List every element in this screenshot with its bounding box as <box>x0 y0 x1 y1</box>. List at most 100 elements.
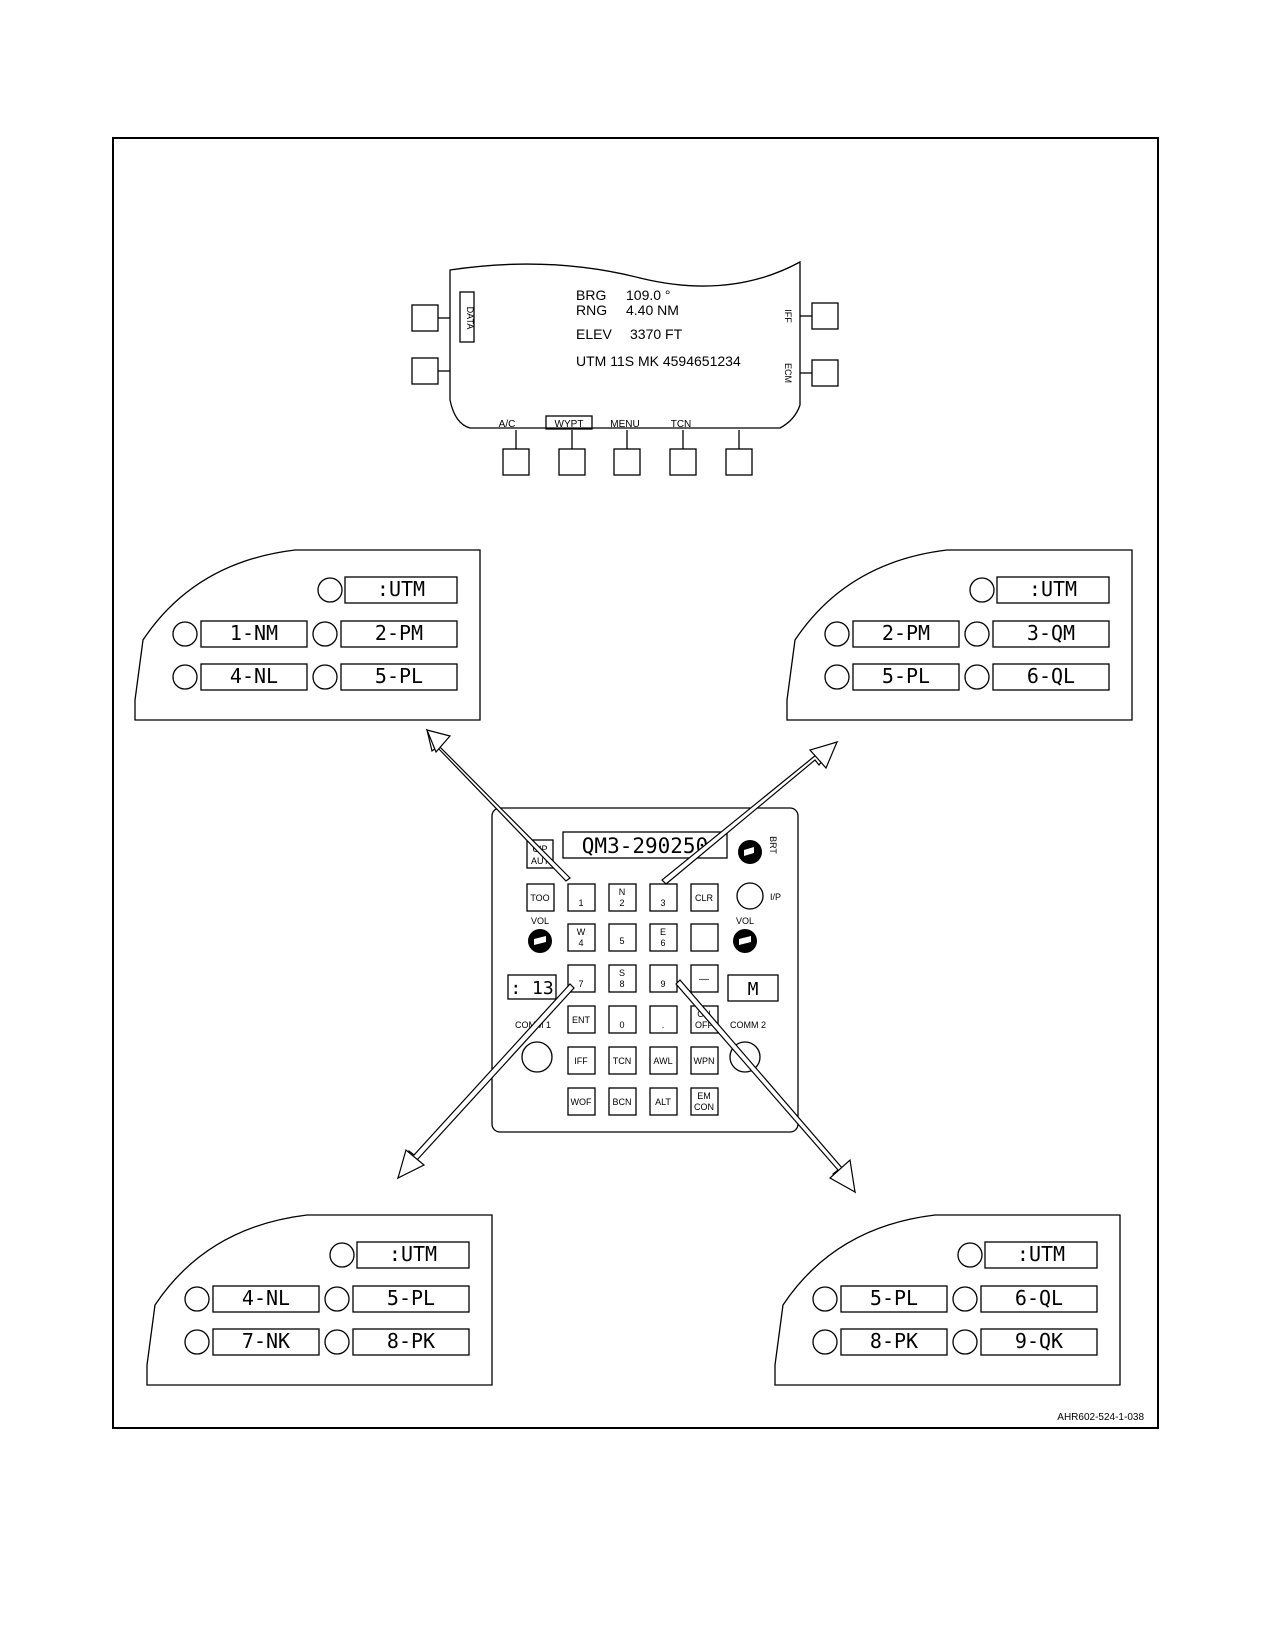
comm1-knob[interactable] <box>521 1041 553 1073</box>
tcn-label: TCN <box>671 419 692 430</box>
panel-cell: 7-NK <box>242 1329 290 1353</box>
key-6-label: 6 <box>660 938 665 948</box>
ent-key-label: ENT <box>572 1015 591 1025</box>
mfd-right-button-2[interactable] <box>811 359 839 387</box>
panel-cell: 6-QL <box>1027 664 1075 688</box>
panel-header: :UTM <box>1017 1242 1065 1266</box>
key-2-label: 2 <box>619 898 624 908</box>
key-8-label: 8 <box>619 979 624 989</box>
panel-cell: 8-PK <box>387 1329 435 1353</box>
panel-cell: 4-NL <box>242 1286 290 1310</box>
aut-label: AUT <box>531 856 550 866</box>
wpn-key-label: WPN <box>694 1056 715 1066</box>
ip-button[interactable] <box>736 882 764 910</box>
key-4-letter: W <box>577 927 586 937</box>
rng-label: RNG <box>576 302 607 318</box>
vol-knob-right[interactable] <box>733 929 757 953</box>
em-con-key[interactable] <box>690 1087 719 1116</box>
arrow-key9-to-bottom-right <box>675 979 857 1194</box>
brg-label: BRG <box>576 287 606 303</box>
vol-knob-left[interactable] <box>528 929 552 953</box>
keypad-display <box>562 831 728 859</box>
arrow-key7-to-bottom-left <box>396 983 575 1180</box>
panel-bottom-right: :UTM 5-PL 6-QL 8-PK 9-QK <box>774 1214 1121 1386</box>
key-7-label: 7 <box>578 979 583 989</box>
iff-key-label: IFF <box>574 1056 588 1066</box>
awl-key-label: AWL <box>653 1056 672 1066</box>
ip-label: I/P <box>770 892 781 902</box>
dash-key[interactable] <box>690 964 719 993</box>
panel-cell: 6-QL <box>1015 1286 1063 1310</box>
utm-line: UTM 11S MK 4594651234 <box>576 353 741 369</box>
key-2-letter: N <box>619 887 626 897</box>
comm2-knob[interactable] <box>729 1041 761 1073</box>
key-1[interactable] <box>567 883 596 912</box>
panel-cell: 2-PM <box>375 621 423 645</box>
wypt-label: WYPT <box>555 419 584 430</box>
arrow-key1-to-top-left <box>426 728 571 882</box>
wpn-key[interactable] <box>690 1046 719 1075</box>
too-key[interactable] <box>526 883 555 912</box>
panel-top-left: :UTM 1-NM 2-PM 4-NL 5-PL <box>134 549 481 721</box>
panel-top-right: :UTM 2-PM 3-QM 5-PL 6-QL <box>786 549 1133 721</box>
off-label: OFF <box>695 1020 713 1030</box>
mfd-right-button-1[interactable] <box>811 302 839 330</box>
panel-cell: 1-NM <box>230 621 278 645</box>
panel-cell: 4-NL <box>230 664 278 688</box>
panel-cell: 5-PL <box>375 664 423 688</box>
comm2-display <box>727 974 779 1002</box>
mfd-bottom-button-4[interactable] <box>669 448 697 476</box>
elev-label: ELEV <box>576 326 612 342</box>
ent-key[interactable] <box>567 1005 596 1034</box>
brt-knob[interactable] <box>738 840 762 864</box>
clr-key[interactable] <box>690 883 719 912</box>
key-4-label: 4 <box>578 938 583 948</box>
mfd-bottom-button-2[interactable] <box>558 448 586 476</box>
mfd-left-button-1[interactable] <box>411 304 439 332</box>
keypad-display-text: QM3-290250 <box>582 834 708 858</box>
panel-cell: 3-QM <box>1027 621 1075 645</box>
panel-cell: 2-PM <box>882 621 930 645</box>
iff-label: IFF <box>783 309 793 323</box>
wof-key[interactable] <box>567 1087 596 1116</box>
panel-cell: 5-PL <box>387 1286 435 1310</box>
key-4[interactable] <box>567 923 596 952</box>
wof-key-label: WOF <box>571 1097 592 1107</box>
cip-aut-button[interactable] <box>526 839 554 869</box>
dot-key-label: . <box>662 1020 665 1030</box>
vol-label-left: VOL <box>531 916 549 926</box>
em-label: EM <box>697 1091 711 1101</box>
wypt-box <box>545 415 593 430</box>
dash-key-label: — <box>699 974 709 985</box>
mfd-bottom-button-5[interactable] <box>725 448 753 476</box>
figure-frame <box>112 137 1159 1429</box>
dot-key[interactable] <box>649 1005 678 1034</box>
awl-key[interactable] <box>649 1046 678 1075</box>
panel-cell: 8-PK <box>870 1329 918 1353</box>
mfd-left-button-2[interactable] <box>411 357 439 385</box>
mfd-bottom-button-3[interactable] <box>613 448 641 476</box>
key-5[interactable] <box>608 923 637 952</box>
menu-label: MENU <box>610 419 639 430</box>
key-9[interactable] <box>649 964 678 993</box>
key-6[interactable] <box>649 923 678 952</box>
key-8[interactable] <box>608 964 637 993</box>
key-6-letter: E <box>660 927 666 937</box>
rng-value: 4.40 NM <box>626 302 679 318</box>
key-2[interactable] <box>608 883 637 912</box>
key-3[interactable] <box>649 883 678 912</box>
iff-key[interactable] <box>567 1046 596 1075</box>
arrow-head-top-left <box>425 729 452 754</box>
key-0[interactable] <box>608 1005 637 1034</box>
bcn-key[interactable] <box>608 1087 637 1116</box>
mfd-bottom-button-1[interactable] <box>502 448 530 476</box>
clr-key-label: CLR <box>695 893 714 903</box>
arrow-head-bottom-left <box>397 1148 426 1180</box>
tcn-key[interactable] <box>608 1046 637 1075</box>
blank-key[interactable] <box>690 923 719 952</box>
panel-header: :UTM <box>1029 577 1077 601</box>
key-0-label: 0 <box>619 1020 624 1030</box>
panel-bottom-left: :UTM 4-NL 5-PL 7-NK 8-PK <box>146 1214 493 1386</box>
alt-key[interactable] <box>649 1087 678 1116</box>
panel-header: :UTM <box>377 577 425 601</box>
